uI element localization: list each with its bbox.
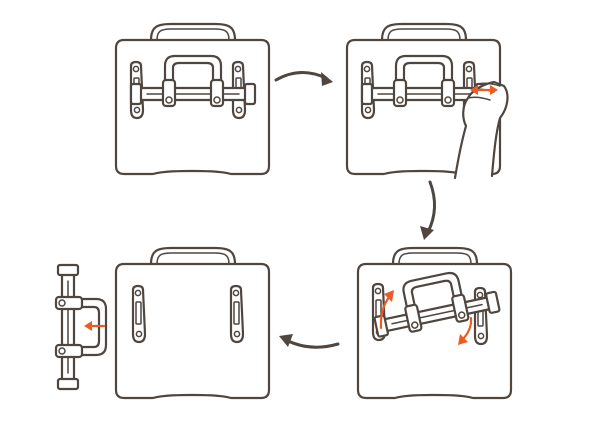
remove-direction-arrow	[84, 321, 106, 331]
flow-arrow-left	[279, 334, 340, 349]
rotate-up-arrow	[379, 290, 394, 330]
step-4-bag-rail-removed	[114, 246, 271, 400]
pull-direction-arrow	[470, 85, 498, 95]
flow-arrow-right	[274, 71, 333, 86]
hand-icon	[453, 80, 509, 180]
step-1-bag-with-rail	[114, 22, 271, 176]
rotate-down-arrow	[458, 316, 473, 345]
flow-arrow-down	[420, 180, 436, 240]
